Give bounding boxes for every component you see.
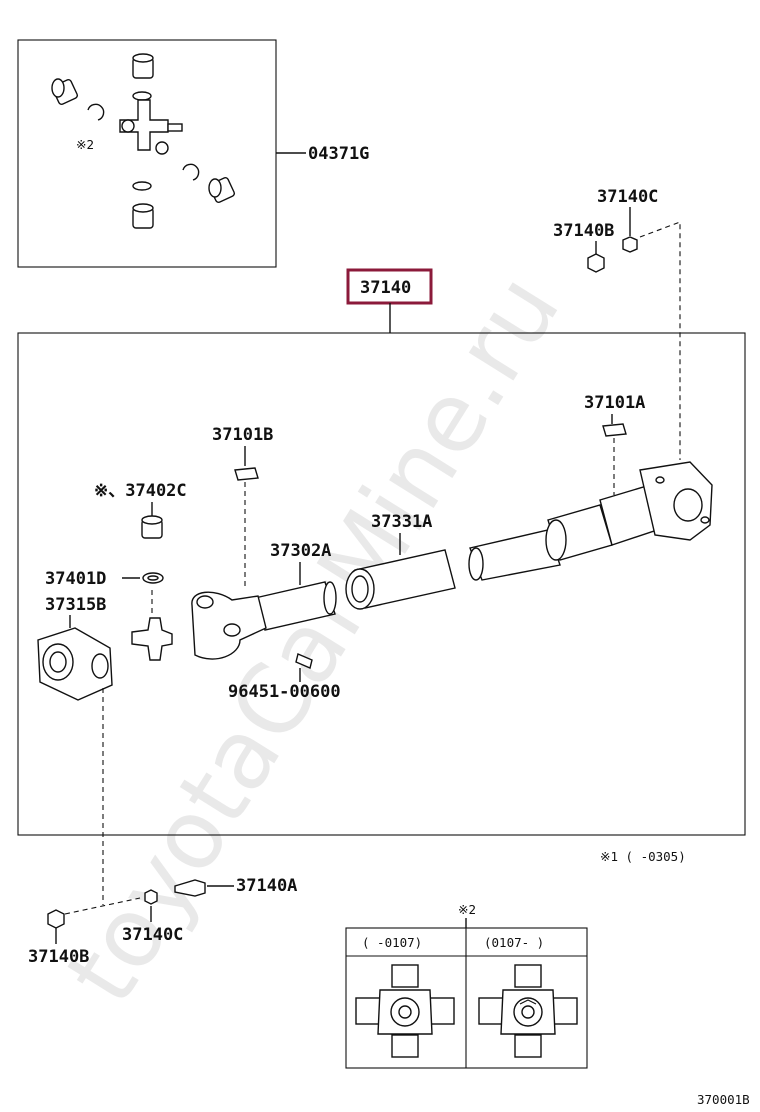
center-bearing-b-drawing [234, 467, 259, 481]
assembly-part-number: 37140 [360, 278, 411, 298]
flange-yoke-group: 37315B [37, 590, 173, 905]
grease-fitting-label: 96451-00600 [228, 682, 341, 702]
nut-b-top-label: 37140B [553, 221, 614, 241]
spider-drawing [131, 617, 173, 661]
grease-fitting-drawing [295, 653, 313, 669]
top-nut-dashed-guide [639, 221, 681, 460]
detail-note-label: ※2 [458, 902, 476, 917]
assembly-frame [17, 332, 746, 836]
kit-note-label: ※2 [76, 137, 94, 152]
detail-spider-right-drawing [478, 964, 578, 1058]
nut-b-bottom-label: 37140B [28, 947, 89, 967]
yoke-tube-group: 37302A [191, 541, 337, 660]
bolt-a-label: 37140A [236, 876, 297, 896]
bottom-fasteners-group: 37140A 37140C 37140B [28, 876, 297, 967]
dust-boot-group: 37331A [345, 512, 456, 610]
grease-fitting-group: 96451-00600 [228, 653, 341, 702]
detail-spider-left-drawing [355, 964, 455, 1058]
kit-parts-drawing [51, 53, 236, 229]
detail-col-left-header: ( -0107) [362, 935, 422, 950]
diagram-id: 370001B [697, 1092, 750, 1107]
period-note: ※1 ( -0305) [600, 849, 686, 864]
center-bearing-a-label: 37101A [584, 393, 645, 413]
flange-yoke-label: 37315B [45, 595, 106, 615]
nut-b-top-drawing [587, 253, 605, 273]
detail-col-right-header: (0107- ) [484, 935, 544, 950]
dust-boot-label: 37331A [371, 512, 432, 532]
nut-b-bottom-drawing [47, 909, 65, 929]
nut-c-top-label: 37140C [597, 187, 658, 207]
snap-ring-group: 37401D [45, 569, 164, 589]
nut-c-top-drawing [622, 236, 638, 253]
center-bearing-b-group: 37101B [212, 425, 273, 590]
assembly-callout: 37140 [346, 268, 433, 333]
center-bearing-b-label: 37101B [212, 425, 273, 445]
top-nuts-group: 37140C 37140B [553, 187, 681, 460]
assembly-highlight-box [346, 268, 433, 305]
kit-part-number: 04371G [308, 144, 369, 164]
bolt-a-drawing [174, 879, 206, 897]
rear-shaft-drawing [468, 461, 713, 581]
center-bearing-a-drawing [602, 423, 627, 437]
spider-detail-table: ※2 ( -0107) (0107- ) [345, 902, 588, 1069]
nut-c-bottom-drawing [144, 889, 158, 905]
snap-ring-label: 37401D [45, 569, 106, 589]
spider-bushing-group: ※、37402C [94, 481, 187, 539]
nut-c-bottom-label: 37140C [122, 925, 183, 945]
yoke-tube-label: 37302A [270, 541, 331, 561]
bottom-nut-dashed [64, 897, 141, 915]
spider-bushing-label: ※、37402C [94, 481, 187, 501]
center-bearing-a-group: 37101A [584, 393, 645, 495]
watermark-text: toyotaCarMine.ru [45, 256, 582, 1023]
spider-kit-box: ※2 04371G [17, 39, 369, 268]
